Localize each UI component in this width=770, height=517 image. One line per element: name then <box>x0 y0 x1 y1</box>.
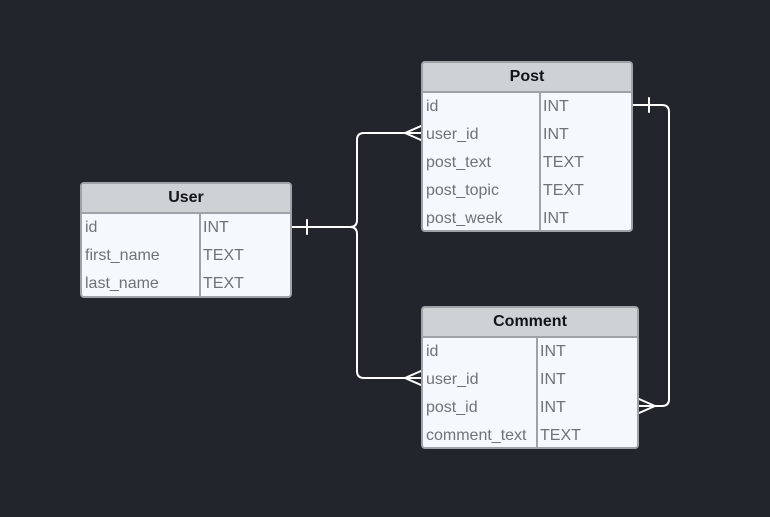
entity-title: User <box>82 184 290 214</box>
column-divider <box>539 93 541 230</box>
field-row[interactable]: first_name TEXT <box>82 242 290 270</box>
field-row[interactable]: post_id INT <box>423 394 637 422</box>
field-row[interactable]: post_week INT <box>423 205 631 230</box>
field-name: last_name <box>85 275 159 292</box>
field-row[interactable]: comment_text TEXT <box>423 422 637 447</box>
field-name: first_name <box>85 247 160 264</box>
field-type: INT <box>540 399 566 416</box>
many-marker-post-user-id <box>404 125 422 141</box>
field-name: id <box>426 98 439 115</box>
field-type: TEXT <box>203 247 244 264</box>
relationship-post-comment-line <box>632 104 670 407</box>
entity-title: Post <box>423 63 631 93</box>
column-divider <box>536 338 538 447</box>
relationship-user-comment-line <box>349 226 422 379</box>
column-divider <box>199 214 201 296</box>
entity-user[interactable]: User id INT first_name TEXT last_name TE… <box>80 182 292 298</box>
entity-fields: id INT user_id INT post_text TEXT post_t… <box>423 93 631 230</box>
entity-comment[interactable]: Comment id INT user_id INT post_id INT c… <box>421 306 639 449</box>
many-marker-comment-post-id <box>638 398 656 414</box>
field-type: TEXT <box>203 275 244 292</box>
field-row[interactable]: post_topic TEXT <box>423 177 631 205</box>
field-name: user_id <box>426 126 479 143</box>
field-name: comment_text <box>426 427 527 444</box>
field-name: id <box>426 343 439 360</box>
field-type: INT <box>540 343 566 360</box>
field-name: user_id <box>426 371 479 388</box>
field-type: INT <box>543 126 569 143</box>
relationship-user-post-line <box>291 132 422 228</box>
field-type: INT <box>543 210 569 227</box>
many-marker-comment-user-id <box>404 370 422 386</box>
field-row[interactable]: id INT <box>423 338 637 366</box>
field-row[interactable]: id INT <box>423 93 631 121</box>
field-name: post_id <box>426 399 478 416</box>
field-type: TEXT <box>543 182 584 199</box>
field-type: INT <box>540 371 566 388</box>
entity-title: Comment <box>423 308 637 338</box>
field-row[interactable]: user_id INT <box>423 366 637 394</box>
field-name: post_week <box>426 210 503 227</box>
field-row[interactable]: user_id INT <box>423 121 631 149</box>
field-type: TEXT <box>543 154 584 171</box>
field-name: id <box>85 219 98 236</box>
field-type: INT <box>543 98 569 115</box>
field-row[interactable]: post_text TEXT <box>423 149 631 177</box>
field-type: INT <box>203 219 229 236</box>
field-name: post_text <box>426 154 491 171</box>
field-type: TEXT <box>540 427 581 444</box>
field-name: post_topic <box>426 182 499 199</box>
entity-post[interactable]: Post id INT user_id INT post_text TEXT p… <box>421 61 633 232</box>
entity-fields: id INT first_name TEXT last_name TEXT <box>82 214 290 296</box>
entity-fields: id INT user_id INT post_id INT comment_t… <box>423 338 637 447</box>
field-row[interactable]: id INT <box>82 214 290 242</box>
field-row[interactable]: last_name TEXT <box>82 270 290 296</box>
